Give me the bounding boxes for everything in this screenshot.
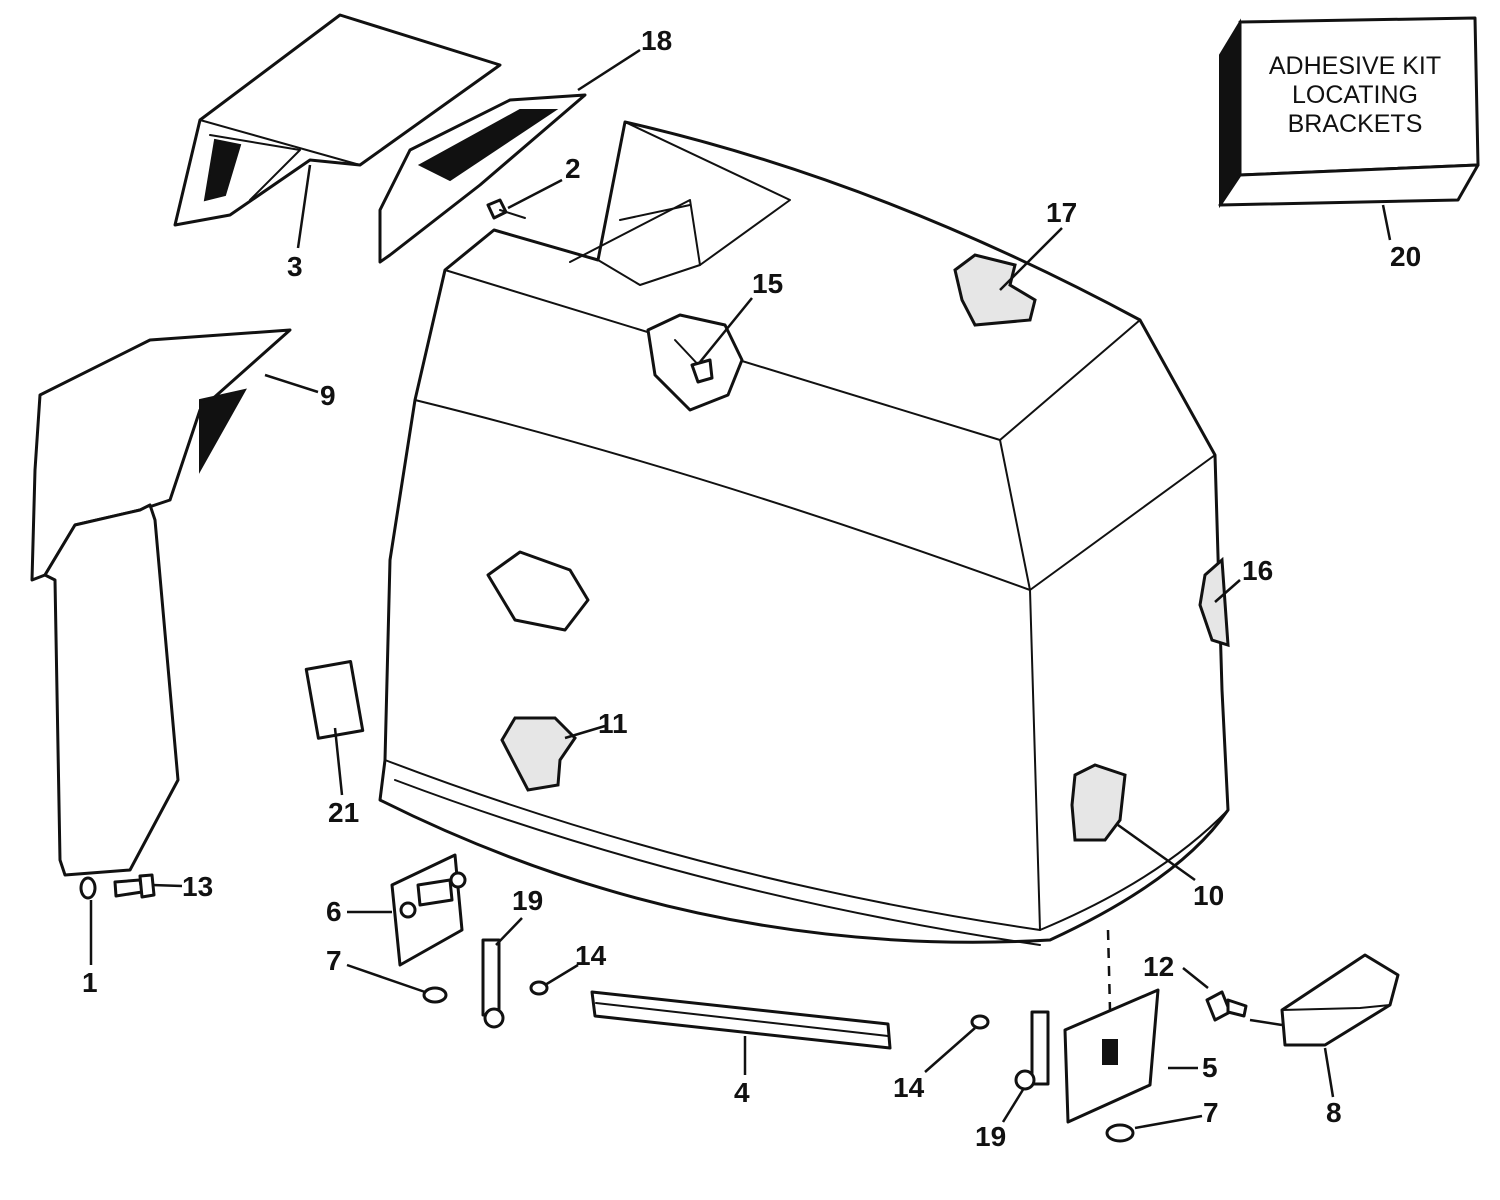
engine-cover	[378, 120, 1230, 946]
kit-box-line-1: ADHESIVE KIT	[1269, 52, 1441, 80]
kit-box-line-3: BRACKETS	[1288, 110, 1423, 138]
callout-19-right: 19	[975, 1121, 1006, 1152]
callout-9: 9	[320, 380, 336, 411]
callout-14-left: 14	[575, 940, 607, 971]
callout-2: 2	[565, 153, 581, 184]
pad-part-17	[953, 253, 1037, 327]
kit-box-line-2: LOCATING	[1292, 81, 1418, 109]
grommet-part-7-right	[1105, 1123, 1135, 1143]
screw-part-14-right	[970, 1014, 990, 1030]
callout-21: 21	[328, 797, 359, 828]
cover-hex-recess	[486, 550, 590, 632]
decal-part-21	[304, 660, 365, 740]
screw-part-12	[1205, 990, 1248, 1022]
callout-12: 12	[1143, 951, 1174, 982]
bracket-part-6	[390, 853, 467, 967]
adhesive-kit-box-part-20: ADHESIVE KIT LOCATING BRACKETS	[1218, 16, 1480, 209]
callout-7-left: 7	[326, 945, 342, 976]
callout-13: 13	[182, 871, 213, 902]
callout-14-right: 14	[893, 1072, 925, 1103]
seal-strip-part-4	[590, 990, 892, 1050]
latch-part-19-left	[481, 938, 505, 1029]
pad-part-16	[1198, 556, 1230, 648]
grommet-part-7-left	[422, 986, 448, 1004]
callout-8: 8	[1326, 1097, 1342, 1128]
callout-4: 4	[734, 1077, 750, 1108]
callout-10: 10	[1193, 880, 1224, 911]
callout-5: 5	[1202, 1052, 1218, 1083]
handle-cap-part-8	[1280, 953, 1400, 1047]
callout-1: 1	[82, 967, 98, 998]
callout-7-right: 7	[1203, 1097, 1219, 1128]
callout-6: 6	[326, 896, 342, 927]
screw-part-14-left	[529, 980, 549, 996]
callout-20: 20	[1390, 241, 1421, 272]
screw-part-2	[486, 198, 526, 220]
callout-3: 3	[287, 251, 303, 282]
callout-18: 18	[641, 25, 672, 56]
callout-11: 11	[598, 708, 628, 739]
leader-lines	[89, 48, 1392, 1130]
callout-labels: 18 2 3 20 17 15 9 16 11 21 10 13 1 6 7 1…	[82, 25, 1421, 1152]
pad-part-11	[500, 716, 577, 792]
screw-part-13	[113, 873, 156, 899]
callout-15: 15	[752, 268, 783, 299]
callout-17: 17	[1046, 197, 1077, 228]
rear-cover-part-9	[30, 328, 292, 877]
latch-part-19-right	[1014, 1010, 1050, 1091]
callout-19-left: 19	[512, 885, 543, 916]
plate-part-5	[1063, 988, 1160, 1124]
intake-grille-part-18	[378, 93, 587, 264]
intake-cover-part-3	[173, 13, 502, 227]
pad-part-10	[1070, 763, 1127, 842]
callout-16: 16	[1242, 555, 1273, 586]
washer-part-1	[79, 876, 97, 900]
